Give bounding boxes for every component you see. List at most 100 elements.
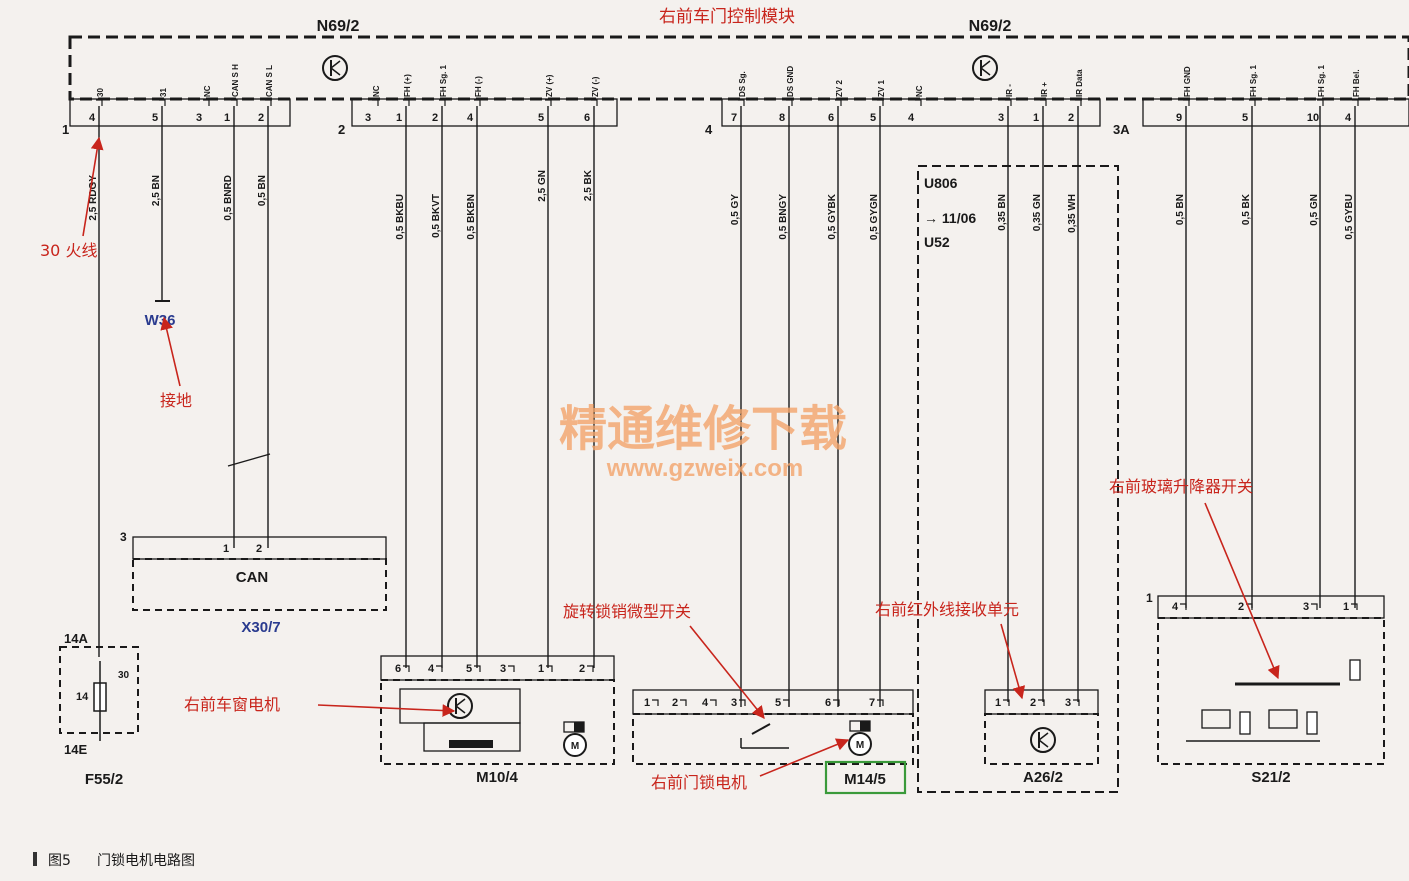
pin-6: NC3 [365,85,381,124]
pin-terminal-icon [835,99,842,106]
s21-pin-2: 2 [1238,601,1244,613]
pin-signal-label: FH (+) [403,74,412,97]
pin-signal-label: FH (-) [474,76,483,97]
pin-terminal-icon [545,99,552,106]
m10-4-window-motor: M M10/4 [380,655,615,786]
m10-pin-4: 4 [428,663,435,675]
pin-terminal-icon [1317,99,1324,106]
pin-16: NC4 [908,85,924,124]
m14-pin-2: 2 [672,697,678,709]
pin-21: FH Sg. 15 [1242,64,1258,124]
can-connector-label: 3 [120,530,127,544]
m10-terminal-icon [436,665,443,672]
wire-spec-label: 2,5 GN [537,170,548,202]
a26-boundary [984,713,1099,765]
pin-number: 6 [828,112,834,124]
wire-4: 0,5 BNRD [223,106,235,548]
m10-motor-icon [563,733,587,757]
wire-spec-label: 0,5 BK [1241,193,1252,225]
watermark: 精通维修下载 www.gzweix.com [559,401,847,482]
m10-sensor-box [423,722,521,752]
pin-5: CAN S L 2 [258,65,274,124]
pin-terminal-icon [96,99,103,106]
pin-signal-label: FH GND [1183,66,1192,97]
m14-connector-housing [632,689,914,715]
a26-pin-3: 3 [1065,697,1071,709]
pin-signal-label: ZV 1 [877,80,886,97]
a26-code: A26/2 [1023,769,1063,786]
pin-signal-label: IR Data [1075,69,1084,97]
s21-pin-3: 3 [1303,601,1309,613]
wire-9: 0,5 BKBN [466,106,478,668]
pin-number: 1 [224,112,230,124]
u806-line-2: → 11/06 [924,210,976,226]
a26-pin-1: 1 [995,697,1001,709]
annotation-hot30: 30 火线 [40,241,97,260]
m14-terminal-icon [877,699,884,706]
pin-signal-label: CAN S L [265,65,274,97]
wire-20: 0,5 BN [1175,106,1187,608]
pin-22: FH Sg. 110 [1307,64,1326,124]
wire-spec-label: 0,5 BKBU [395,194,406,240]
pin-1: 304 [89,88,105,124]
m14-boundary [632,713,914,765]
s21-2-window-switch: 1 S21/2 [1146,591,1385,786]
m14-terminal-icon [783,699,790,706]
wire-22: 0,5 GN [1309,106,1321,608]
wire-11: 2,5 BK [583,106,595,668]
pin-number: 7 [731,112,737,124]
annotation-ground: 接地 [160,391,192,410]
pin-18: IR +1 [1033,82,1049,124]
pin-signal-label: FH Sg. 1 [1249,64,1258,97]
m14-code: M14/5 [844,771,886,788]
m14-terminal-icon [652,699,659,706]
u806-line-3: U52 [924,234,950,250]
m14-terminal-icon [710,699,717,706]
a26-terminal-icon [1003,699,1010,706]
pin-number: 4 [89,112,96,124]
pin-signal-label: FH Sg. 1 [439,64,448,97]
pin-number: 5 [870,112,876,124]
fuse-pin-label: 30 [118,670,130,681]
wire-7: 0,5 BKBU [395,106,407,668]
a26-pin-2: 2 [1030,697,1036,709]
pin-23: FH Bel. 4 [1345,69,1361,124]
pin-terminal-icon [591,99,598,106]
pin-signal-label: NC [203,85,212,97]
pin-terminal-icon [1249,99,1256,106]
a26-2-ir-receiver: A26/2 [984,689,1099,786]
pin-number: 2 [258,112,264,124]
m14-pin-4: 4 [702,697,709,709]
pin-17: IR -3 [998,84,1014,124]
annotation-window-switch: 右前玻璃升降器开关 [1109,477,1253,496]
pin-signal-label: CAN S H [231,64,240,97]
m10-connector-housing [380,655,615,681]
a26-terminal-icon [1038,699,1045,706]
m14-pin-3: 3 [731,697,737,709]
wire-spec-label: 0,35 GN [1032,194,1043,231]
m10-ecu-icon [447,693,473,719]
wire-spec-label: 0,5 GYBU [1344,194,1355,240]
pin-20: FH GND 9 [1176,66,1192,124]
m14-terminal-icon [739,699,746,706]
pin-number: 4 [467,112,474,124]
pin-signal-label: DS Sg. [738,71,747,97]
m10-terminal-icon [546,665,553,672]
wire-8: 0,5 BKVT [431,106,443,668]
m14-5-lock-motor: M M14/5 [632,689,914,795]
pin-terminal-icon [203,99,210,106]
fuse-code: F55/2 [85,771,123,788]
pin-9: FH (-) 4 [467,76,483,124]
pin-number: 9 [1176,112,1182,124]
caption-title: 门锁电机电路图 [97,853,195,869]
pin-signal-label: FH Bel. [1352,69,1361,97]
pin-signal-label: 31 [159,88,168,97]
wire-spec-label: 0,35 BN [997,194,1008,231]
pin-number: 4 [1345,112,1352,124]
pin-terminal-icon [877,99,884,106]
s21-connector-label: 1 [1146,591,1153,605]
annotation-lock-motor: 右前门锁电机 [651,773,747,792]
